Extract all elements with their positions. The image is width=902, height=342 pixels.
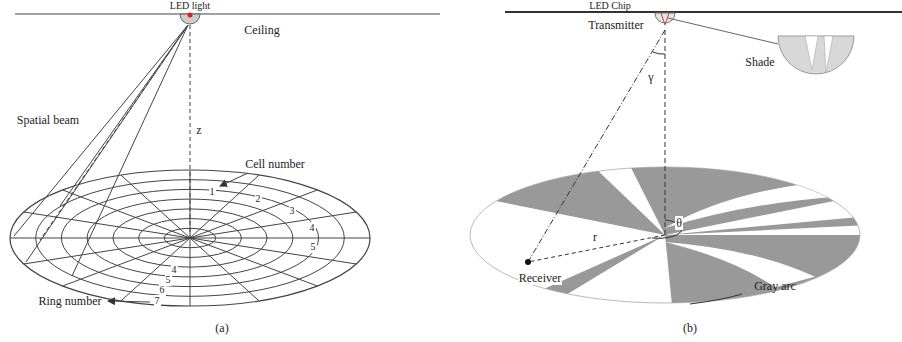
panel-b xyxy=(470,12,902,304)
label: Shade xyxy=(745,55,774,69)
label: 4 xyxy=(171,264,178,276)
label: 4 xyxy=(309,222,316,234)
label: 5 xyxy=(165,274,172,286)
label: γ xyxy=(648,70,653,84)
label: Ceiling xyxy=(244,23,279,37)
label: 3 xyxy=(289,205,296,217)
label: 7 xyxy=(154,295,161,307)
label: 2 xyxy=(255,193,262,205)
label: θ xyxy=(675,216,683,230)
label: (b) xyxy=(683,321,697,335)
label: z xyxy=(196,123,201,137)
label: r xyxy=(592,230,598,244)
label: 5 xyxy=(310,241,317,253)
label: (a) xyxy=(215,321,228,335)
label: 1 xyxy=(209,186,216,198)
label: Gray arc xyxy=(754,279,796,293)
label: LED light xyxy=(170,0,210,12)
label: Ring number xyxy=(39,294,102,308)
label: LED Chip xyxy=(589,0,630,12)
label: Cell number xyxy=(245,157,305,171)
panel-a xyxy=(10,13,440,307)
label: Transmitter xyxy=(588,18,644,32)
label: Spatial beam xyxy=(17,113,79,127)
label: Receiver xyxy=(518,271,563,285)
